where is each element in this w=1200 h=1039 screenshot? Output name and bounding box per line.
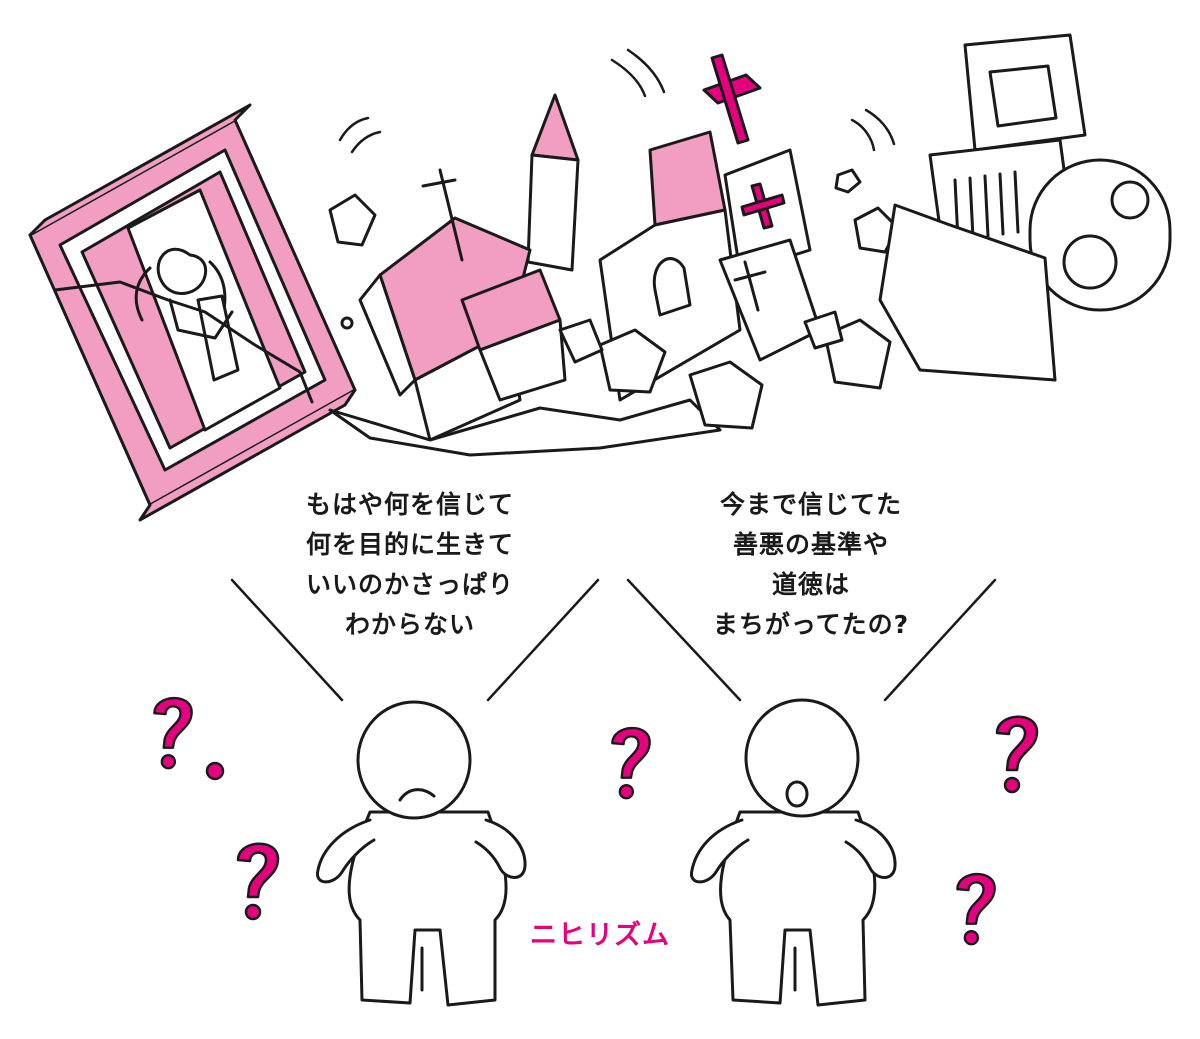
speech-right-line: 道徳は: [771, 570, 850, 599]
motion-lines: [338, 48, 896, 154]
bulldozer-icon: [878, 33, 1172, 382]
question-mark-icon: [153, 696, 1039, 946]
surprised-person-icon: [690, 698, 897, 1007]
broken-picture-frame-icon: [28, 103, 357, 522]
speech-left-line: いいのかさっぱり: [305, 570, 514, 599]
speech-right-line: 善悪の基準や: [732, 530, 889, 559]
speech-lines: [230, 578, 997, 702]
rubble-icon: [328, 168, 900, 430]
speech-left-line: 何を目的に生きて: [305, 530, 514, 559]
speech-bubble-right: 今まで信じてた 善悪の基準や 道徳は まちがってたの?: [651, 485, 971, 645]
confused-person-icon: [316, 700, 527, 1007]
speech-bubble-left: もはや何を信じて 何を目的に生きて いいのかさっぱり わからない: [250, 485, 570, 645]
speech-right-line: まちがってたの?: [712, 610, 910, 639]
speech-left-line: わからない: [344, 610, 475, 639]
speech-left-line: もはや何を信じて: [305, 490, 514, 519]
caption-nihilism: ニヒリズム: [530, 920, 670, 951]
speech-right-line: 今まで信じてた: [719, 490, 902, 519]
